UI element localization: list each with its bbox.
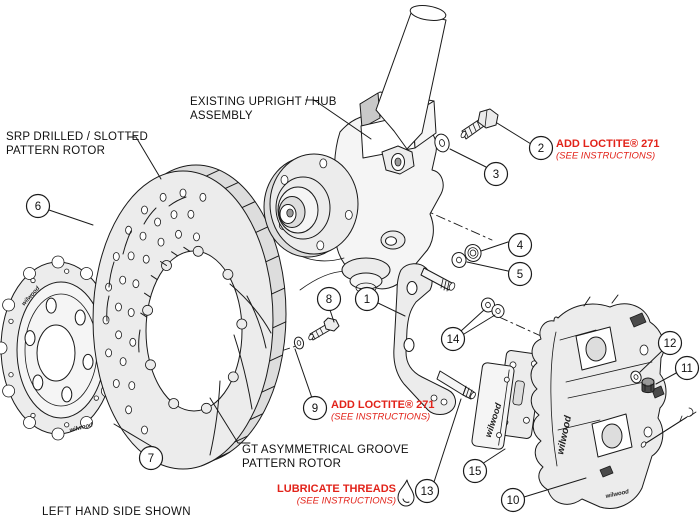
balloon-4: 4 — [507, 232, 533, 258]
washers-item4-5 — [451, 244, 482, 268]
ball-joint — [341, 257, 391, 294]
pad-friction-plate: wilwood — [471, 362, 515, 450]
svg-text:5: 5 — [517, 269, 523, 281]
svg-text:9: 9 — [312, 403, 318, 415]
leader-lines — [48, 99, 679, 498]
hat-brand-script: wilwood — [69, 422, 94, 434]
rotor-hat: wilwood wilwood — [0, 255, 122, 441]
svg-text:2: 2 — [538, 143, 544, 155]
mount-stud-upper — [420, 267, 456, 292]
balloon-7: 7 — [138, 445, 164, 471]
rotor-disc — [92, 164, 287, 470]
hub-flange — [263, 153, 359, 258]
nut-item11 — [641, 377, 655, 394]
svg-text:ASSEMBLY: ASSEMBLY — [190, 110, 253, 122]
svg-text:(SEE INSTRUCTIONS): (SEE INSTRUCTIONS) — [297, 496, 396, 507]
bleed-screw — [611, 294, 619, 304]
balloon-callouts: 1 2 3 4 5 6 7 8 9 10 11 12 13 14 15 — [25, 135, 700, 513]
pad-retainer-pin — [640, 407, 697, 448]
svg-text:11: 11 — [681, 363, 693, 375]
svg-text:12: 12 — [664, 338, 677, 350]
upright-hub-assembly — [263, 5, 447, 294]
e-clip — [687, 407, 694, 417]
svg-text:7: 7 — [148, 453, 154, 465]
svg-text:8: 8 — [326, 294, 332, 306]
washer-item3 — [434, 133, 450, 153]
hat-center-bore — [36, 324, 76, 382]
balloon-13: 13 — [414, 478, 440, 504]
svg-text:10: 10 — [507, 495, 520, 507]
brake-pads: wilwood — [471, 350, 543, 450]
balloon-12: 12 — [657, 330, 683, 356]
svg-text:3: 3 — [493, 169, 499, 181]
svg-text:4: 4 — [517, 240, 524, 252]
part-labels: SRP DRILLED / SLOTTED PATTERN ROTOR EXIS… — [6, 96, 409, 518]
rotor-slots — [106, 196, 187, 353]
bolt-item2 — [460, 108, 499, 140]
hat-lug-holes — [24, 297, 94, 403]
note-loctite-upper: ADD LOCTITE® 271 — [556, 138, 659, 150]
svg-text:15: 15 — [469, 466, 482, 478]
bleed-screw — [583, 296, 591, 307]
balloon-8: 8 — [316, 286, 342, 312]
lubricant-drop-icon — [397, 479, 415, 507]
label-gt-rotor: GT ASYMMETRICAL GROOVE — [242, 444, 409, 456]
svg-text:14: 14 — [447, 334, 460, 346]
note-lubricate: LUBRICATE THREADS — [277, 483, 396, 495]
balloon-10: 10 — [500, 487, 526, 513]
svg-text:6: 6 — [35, 201, 41, 213]
svg-text:(SEE INSTRUCTIONS): (SEE INSTRUCTIONS) — [331, 412, 430, 423]
balloon-9: 9 — [302, 395, 328, 421]
caliper-bracket — [393, 263, 476, 415]
balloon-5: 5 — [507, 261, 533, 287]
balloon-3: 3 — [483, 161, 509, 187]
balloon-11: 11 — [674, 355, 700, 381]
label-upright-hub: EXISTING UPRIGHT / HUB — [190, 96, 337, 108]
balloon-1: 1 — [354, 286, 380, 312]
washer-item12 — [630, 370, 642, 384]
note-loctite-lower: ADD LOCTITE® 271 — [331, 399, 434, 411]
label-srp-rotor: SRP DRILLED / SLOTTED — [6, 131, 148, 143]
rotor-mount-tabs — [142, 245, 248, 414]
lower-boss — [380, 230, 406, 250]
balloon-6: 6 — [25, 193, 51, 219]
balloon-14: 14 — [440, 326, 466, 352]
svg-text:1: 1 — [364, 294, 370, 306]
red-annotations: ADD LOCTITE® 271 (SEE INSTRUCTIONS) ADD … — [277, 138, 659, 507]
balloon-2: 2 — [528, 135, 554, 161]
caliper-brand-script: wilwood — [605, 489, 630, 500]
rotor-inner-hatch — [140, 246, 191, 318]
bolt-item8 — [293, 317, 340, 350]
steering-boss — [381, 145, 415, 175]
mount-stud-lower — [436, 370, 476, 400]
svg-text:PATTERN ROTOR: PATTERN ROTOR — [6, 145, 105, 157]
footer-note: LEFT HAND SIDE SHOWN — [42, 506, 191, 518]
brake-caliper: wilwood wilwood — [530, 294, 667, 509]
washers-item14 — [480, 297, 505, 318]
svg-text:PATTERN ROTOR: PATTERN ROTOR — [242, 458, 341, 470]
strut-tube — [375, 5, 447, 150]
rotor-drill-holes — [102, 188, 207, 435]
svg-text:13: 13 — [421, 486, 434, 498]
balloon-15: 15 — [462, 458, 488, 484]
rotor-grooves — [209, 283, 272, 456]
rotor-vane-edge — [201, 169, 287, 467]
svg-text:(SEE INSTRUCTIONS): (SEE INSTRUCTIONS) — [556, 151, 655, 162]
hub-bearing — [275, 176, 331, 240]
